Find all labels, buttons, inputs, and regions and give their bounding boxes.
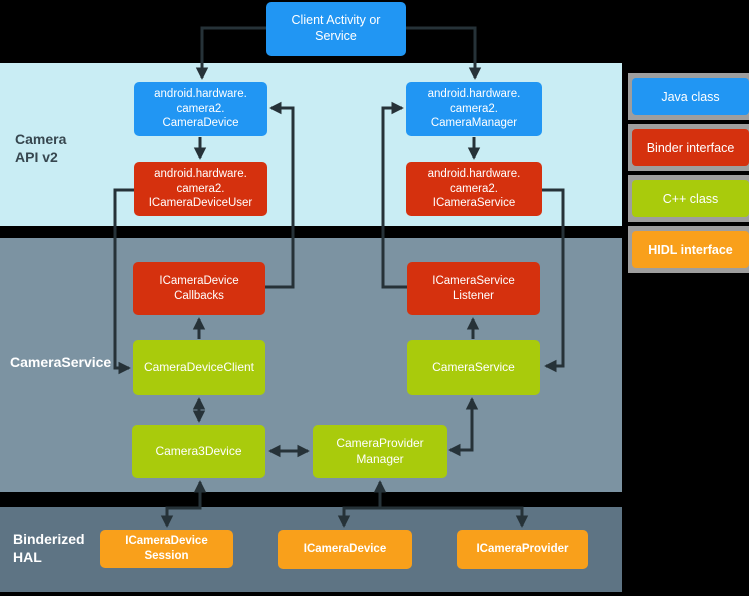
camera-api-v2-label: Camera API v2: [15, 131, 67, 165]
legend-item-binder-interface: Binder interface: [628, 124, 749, 171]
icamera-service-listener-box: ICameraService Listener: [407, 262, 540, 315]
camera-provider-manager-box: CameraProvider Manager: [313, 425, 447, 478]
client-activity-or-service-box: Client Activity or Service: [266, 2, 406, 56]
icamera-provider-box: ICameraProvider: [457, 530, 588, 569]
binderized-hal-label: Binderized HAL: [13, 531, 85, 565]
icamera-service-box: android.hardware. camera2. ICameraServic…: [406, 162, 542, 216]
camera3-device-box: Camera3Device: [132, 425, 265, 478]
icamera-device-callbacks-box: ICameraDevice Callbacks: [133, 262, 265, 315]
legend-chip-cpp: C++ class: [632, 180, 749, 217]
camera-device-client-box: CameraDeviceClient: [133, 340, 265, 395]
legend-item-cpp-class: C++ class: [628, 175, 749, 222]
legend-item-java-class: Java class: [628, 73, 749, 120]
icamera-device-hal-box: ICameraDevice: [278, 530, 412, 569]
camera-service-box: CameraService: [407, 340, 540, 395]
legend-item-hidl-interface: HIDL interface: [628, 226, 749, 273]
legend-chip-binder: Binder interface: [632, 129, 749, 166]
camera-manager-box: android.hardware. camera2. CameraManager: [406, 82, 542, 136]
icamera-device-session-box: ICameraDevice Session: [100, 530, 233, 568]
legend-chip-java: Java class: [632, 78, 749, 115]
camera-device-box: android.hardware. camera2. CameraDevice: [134, 82, 267, 136]
legend-chip-hidl: HIDL interface: [632, 231, 749, 268]
icamera-device-user-box: android.hardware. camera2. ICameraDevice…: [134, 162, 267, 216]
cameraservice-label: CameraService: [10, 354, 112, 370]
